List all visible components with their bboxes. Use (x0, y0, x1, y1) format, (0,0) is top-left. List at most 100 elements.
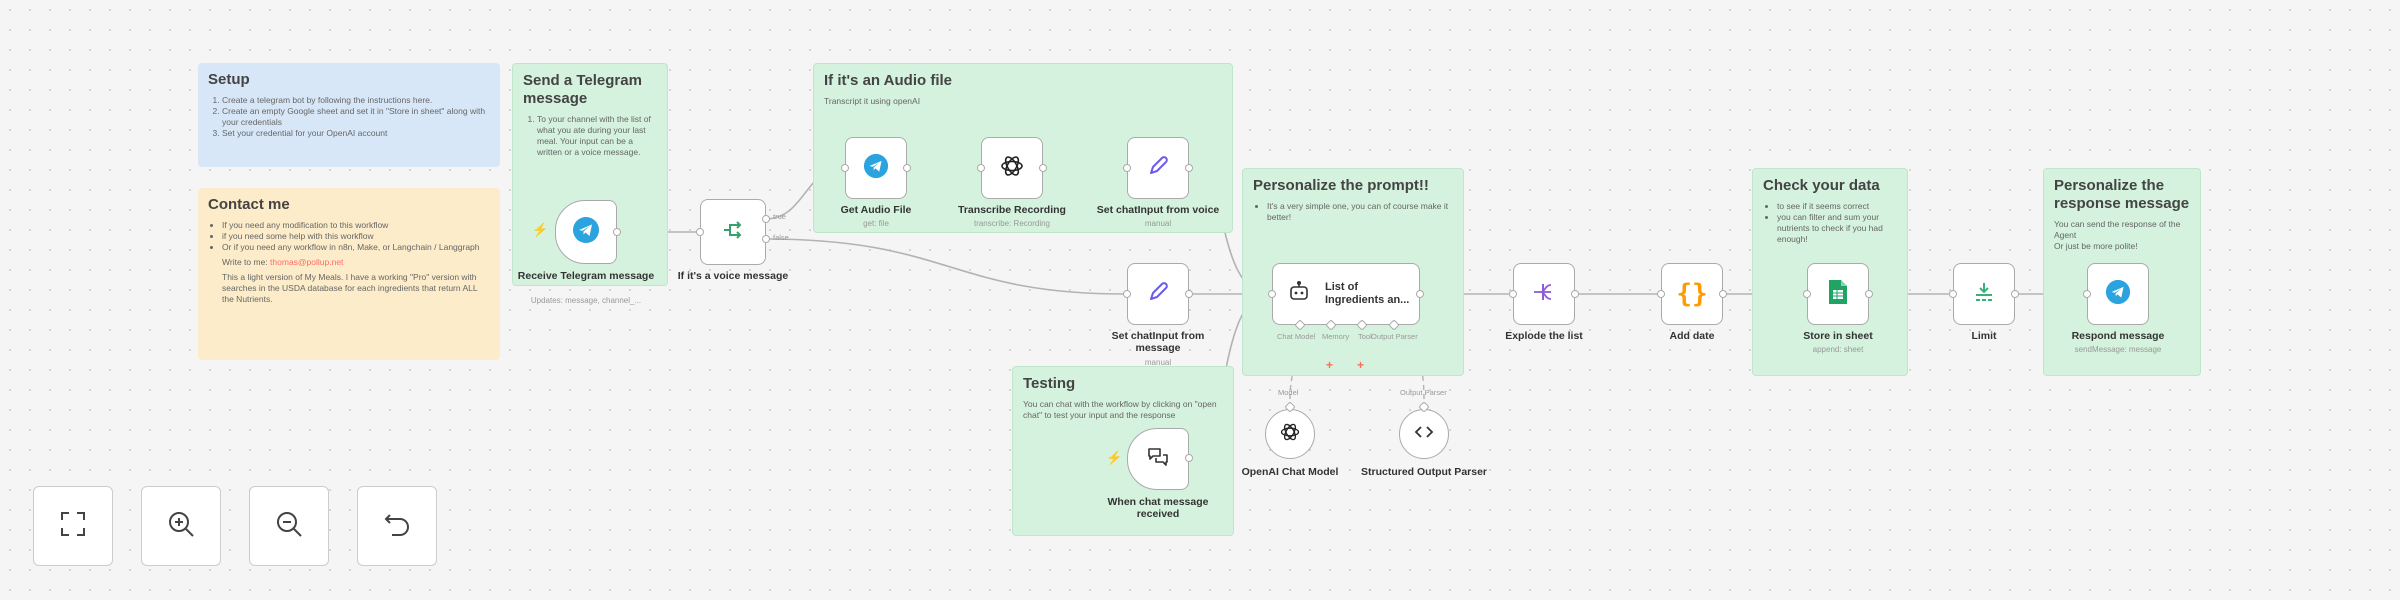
transcribe-node[interactable] (981, 137, 1043, 199)
contact-note[interactable]: Contact me If you need any modification … (198, 188, 500, 360)
if-voice-false-output[interactable] (762, 235, 770, 243)
pencil-icon (1146, 280, 1170, 309)
openai-model-node[interactable] (1265, 409, 1315, 459)
personalize-prompt-title: Personalize the prompt!! (1253, 177, 1429, 194)
agent-input[interactable] (1268, 290, 1276, 298)
get-audio-input[interactable] (841, 164, 849, 172)
personalize-response-line: Or just be more polite! (2054, 241, 2138, 251)
reset-zoom-button[interactable] (357, 486, 437, 566)
store-sheet-sub: append: sheet (1812, 345, 1864, 354)
telegram-icon (863, 153, 889, 184)
personalize-response-title: Personalize the response message (2054, 177, 2190, 212)
add-date-output[interactable] (1719, 290, 1727, 298)
google-sheets-icon (1828, 279, 1848, 310)
add-tool-icon[interactable]: + (1357, 358, 1365, 372)
fit-view-button[interactable] (33, 486, 113, 566)
limit-node[interactable] (1953, 263, 2015, 325)
add-date-node[interactable]: {} (1661, 263, 1723, 325)
if-false-label: false (773, 233, 789, 242)
set-voice-node[interactable] (1127, 137, 1189, 199)
trigger-bolt-icon: ⚡ (532, 222, 549, 237)
structured-parser-port-label: Output Parser (1400, 388, 1447, 397)
receive-telegram-output[interactable] (613, 228, 621, 236)
testing-title: Testing (1023, 375, 1076, 392)
pencil-icon (1146, 154, 1170, 183)
contact-item: If you need any modification to this wor… (222, 220, 490, 231)
zoom-out-icon (274, 509, 304, 544)
if-voice-node[interactable] (700, 199, 766, 265)
store-sheet-input[interactable] (1803, 290, 1811, 298)
telegram-icon (572, 216, 600, 249)
set-message-input[interactable] (1123, 290, 1131, 298)
explode-node[interactable] (1513, 263, 1575, 325)
setup-item: Create a telegram bot by following the i… (222, 95, 490, 106)
setup-item: Set your credential for your OpenAI acco… (222, 128, 490, 139)
set-message-output[interactable] (1185, 290, 1193, 298)
store-sheet-output[interactable] (1865, 290, 1873, 298)
limit-input[interactable] (1949, 290, 1957, 298)
chat-trigger-output[interactable] (1185, 454, 1193, 462)
chat-trigger-label: When chat message received (1107, 496, 1209, 520)
set-voice-sub: manual (1144, 219, 1172, 228)
if-voice-label: If it's a voice message (677, 270, 789, 282)
explode-input[interactable] (1509, 290, 1517, 298)
structured-parser-label: Structured Output Parser (1360, 466, 1488, 478)
audio-title: If it's an Audio file (824, 72, 953, 89)
get-audio-node[interactable] (845, 137, 907, 199)
if-voice-true-output[interactable] (762, 215, 770, 223)
agent-output[interactable] (1416, 290, 1424, 298)
check-data-item: to see if it seems correct (1777, 201, 1897, 212)
set-message-node[interactable] (1127, 263, 1189, 325)
personalize-prompt-item: It's a very simple one, you can of cours… (1267, 201, 1453, 223)
respond-label: Respond message (2071, 330, 2165, 342)
receive-telegram-node[interactable] (555, 200, 617, 264)
receive-telegram-label: Receive Telegram message (517, 270, 655, 282)
code-braces-icon: {} (1676, 279, 1708, 309)
fit-view-icon (58, 509, 88, 544)
code-brackets-icon (1413, 421, 1435, 448)
setup-note[interactable]: Setup Create a telegram bot by following… (198, 63, 500, 167)
trigger-bolt-icon: ⚡ (1106, 450, 1123, 465)
contact-item: if you need some help with this workflow (222, 231, 490, 242)
testing-body: You can chat with the workflow by clicki… (1023, 399, 1217, 420)
store-sheet-node[interactable] (1807, 263, 1869, 325)
limit-output[interactable] (2011, 290, 2019, 298)
structured-parser-node[interactable] (1399, 409, 1449, 459)
transcribe-sub: transcribe: Recording (973, 219, 1051, 228)
if-voice-input[interactable] (696, 228, 704, 236)
set-voice-input[interactable] (1123, 164, 1131, 172)
wire-if-false-to-set-message (764, 238, 1126, 295)
contact-item: Or if you need any workflow in n8n, Make… (222, 242, 490, 253)
set-voice-label: Set chatInput from voice (1096, 204, 1220, 216)
contact-write-label: Write to me: (222, 257, 268, 267)
check-data-title: Check your data (1763, 177, 1880, 194)
add-date-input[interactable] (1657, 290, 1665, 298)
openai-model-label: OpenAI Chat Model (1241, 466, 1339, 478)
respond-node[interactable] (2087, 263, 2149, 325)
testing-note[interactable]: Testing You can chat with the workflow b… (1012, 366, 1234, 536)
send-telegram-item: To your channel with the list of what yo… (537, 114, 657, 158)
contact-title: Contact me (208, 196, 290, 213)
chat-trigger-node[interactable] (1127, 428, 1189, 490)
zoom-in-icon (166, 509, 196, 544)
add-memory-icon[interactable]: + (1326, 358, 1334, 372)
agent-node[interactable]: List of Ingredients an... (1272, 263, 1420, 325)
zoom-in-button[interactable] (141, 486, 221, 566)
get-audio-output[interactable] (903, 164, 911, 172)
transcribe-input[interactable] (977, 164, 985, 172)
respond-input[interactable] (2083, 290, 2091, 298)
setup-item: Create an empty Google sheet and set it … (222, 106, 490, 128)
transcribe-output[interactable] (1039, 164, 1047, 172)
set-message-label: Set chatInput from message (1111, 330, 1205, 354)
openai-icon (1279, 421, 1301, 448)
explode-label: Explode the list (1505, 330, 1583, 342)
contact-email-link[interactable]: thomas@pollup.net (270, 257, 344, 267)
explode-output[interactable] (1571, 290, 1579, 298)
set-voice-output[interactable] (1185, 164, 1193, 172)
contact-note-text: This a light version of My Meals. I have… (222, 272, 478, 304)
receive-telegram-sub: Updates: message, channel_... (530, 296, 642, 305)
if-branch-icon (720, 217, 746, 248)
zoom-out-button[interactable] (249, 486, 329, 566)
if-true-label: true (773, 212, 786, 221)
